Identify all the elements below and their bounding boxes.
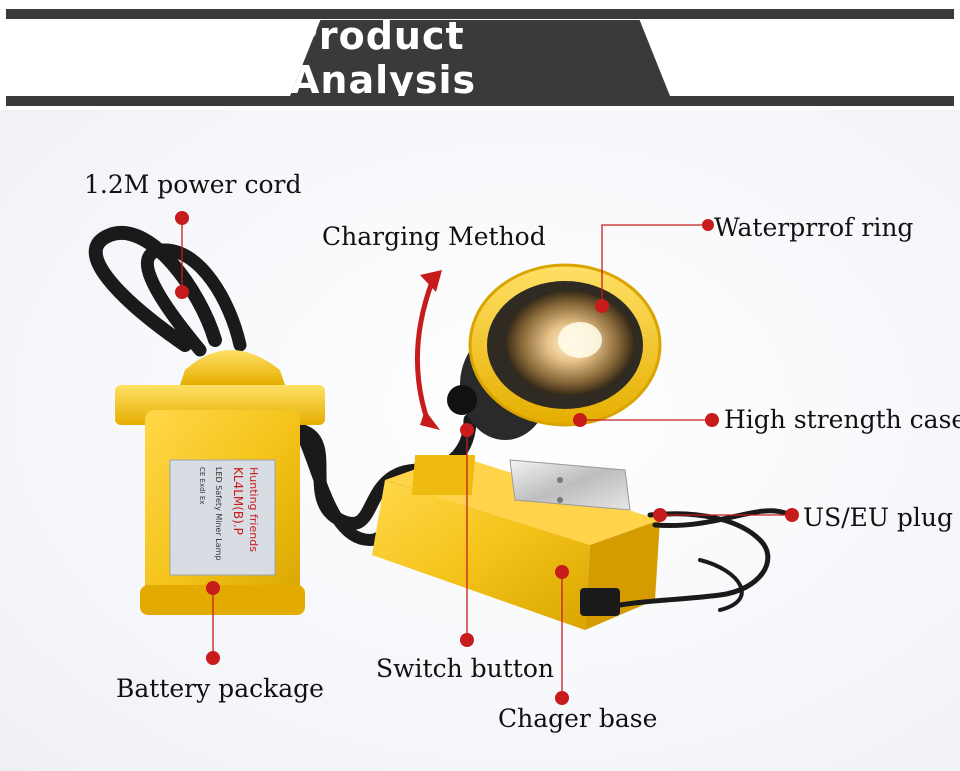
helmet-clip	[509, 459, 631, 511]
battery-plate-text: Hunting friends KL4LM(B).P LED Safety Mi…	[198, 467, 260, 561]
callout-dot-waterproof-ring-end	[702, 219, 714, 231]
plate-model: KL4LM(B).P	[231, 467, 245, 535]
label-high-strength-case: High strength case	[724, 405, 960, 434]
label-charging-method: Charging Method	[322, 222, 546, 251]
label-battery-package: Battery package	[116, 674, 324, 703]
callout-dot-power-cord-top	[175, 211, 189, 225]
callout-dot-charger-base	[555, 565, 569, 579]
page-title: Product Analysis	[290, 14, 477, 102]
battery-package	[115, 350, 325, 615]
callout-dot-charger-base-end	[555, 691, 569, 705]
label-charger-base: Chager base	[498, 704, 658, 733]
callout-dot-us-eu-plug	[653, 508, 667, 522]
callout-dot-waterproof-ring	[595, 299, 609, 313]
callout-lines	[181, 220, 790, 698]
header-title-tab: Product Analysis	[290, 20, 670, 96]
switch-knob	[447, 385, 477, 415]
label-power-cord: 1.2M power cord	[84, 170, 302, 199]
plate-cert: CE ExdI Ex	[198, 467, 206, 504]
plate-brand: Hunting friends	[247, 467, 260, 552]
callout-dot-high-strength-case-end	[705, 413, 719, 427]
us-eu-plug-cable	[617, 508, 793, 612]
callout-dot-us-eu-plug-end	[785, 508, 799, 522]
label-waterproof-ring: Waterprrof ring	[714, 213, 914, 242]
callout-dot-battery	[206, 581, 220, 595]
callout-dots	[175, 211, 799, 705]
callout-dot-switch-button	[460, 423, 474, 437]
lamp-head	[447, 263, 662, 440]
label-us-eu-plug: US/EU plug	[803, 503, 953, 532]
header-band-bottom	[6, 96, 954, 106]
charging-method-arrow	[414, 270, 442, 430]
callout-dot-high-strength-case	[573, 413, 587, 427]
charger-plug	[580, 588, 620, 616]
plate-desc: LED Safety Miner Lamp	[214, 467, 223, 561]
header-band-top	[6, 9, 954, 19]
callout-dot-battery-end	[206, 651, 220, 665]
callout-dot-power-cord	[175, 285, 189, 299]
callout-dot-switch-button-end	[460, 633, 474, 647]
label-switch-button: Switch button	[376, 654, 554, 683]
